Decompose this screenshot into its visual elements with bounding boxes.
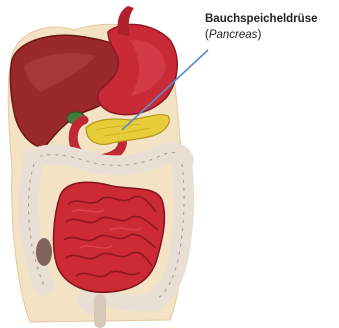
label-subtitle-close: ) [257,29,261,41]
label-title: Bauchspeicheldrüse [205,11,339,27]
pancreas-label: Bauchspeicheldrüse (Pancreas) [205,11,339,43]
label-subtitle: (Pancreas) [205,27,339,43]
label-subtitle-latin: Pancreas [209,29,258,41]
cecum [36,238,52,266]
